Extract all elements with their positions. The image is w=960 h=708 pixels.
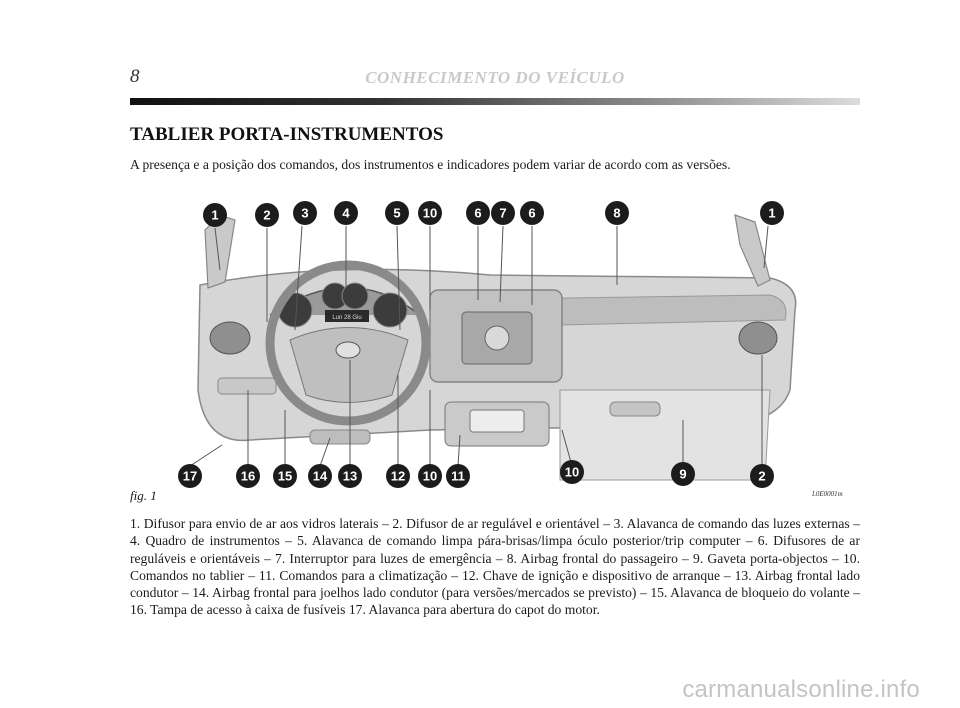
svg-text:7: 7 (499, 206, 506, 221)
svg-text:10: 10 (423, 206, 437, 221)
callout-12: 12 (386, 464, 410, 488)
svg-text:5: 5 (393, 206, 400, 221)
round-vent-right (738, 321, 778, 355)
svg-text:4: 4 (342, 206, 350, 221)
side-window-vent-left (204, 214, 236, 289)
callout-14: 14 (308, 464, 332, 488)
svg-text:16: 16 (241, 469, 255, 484)
callout-10-bottom-left: 10 (418, 464, 442, 488)
svg-text:15: 15 (278, 469, 292, 484)
callout-4: 4 (334, 201, 358, 225)
callout-1-right: 1 (760, 201, 784, 225)
callout-17: 17 (178, 464, 202, 488)
callout-6-right: 6 (520, 201, 544, 225)
callout-5: 5 (385, 201, 409, 225)
cluster-display-text: Lun 28 Giu (332, 315, 361, 321)
steering-wheel (265, 260, 431, 426)
header-rule (130, 98, 860, 105)
svg-text:8: 8 (613, 206, 620, 221)
svg-text:1: 1 (768, 206, 775, 221)
section-title: TABLIER PORTA-INSTRUMENTOS (130, 124, 444, 145)
callout-15: 15 (273, 464, 297, 488)
intro-text: A presença e a posição dos comandos, dos… (130, 157, 731, 172)
callout-10-top: 10 (418, 201, 442, 225)
callout-8: 8 (605, 201, 629, 225)
svg-text:9: 9 (679, 467, 686, 482)
svg-text:10: 10 (423, 469, 437, 484)
legend-text: 1. Difusor para envio de ar aos vidros l… (130, 516, 860, 618)
page-header: 8 CONHECIMENTO DO VEÍCULO (130, 66, 860, 94)
page-number: 8 (130, 66, 140, 87)
callouts-top: 1 2 3 4 5 10 6 7 6 8 1 (203, 201, 784, 227)
svg-text:11: 11 (451, 469, 465, 484)
svg-text:13: 13 (343, 469, 357, 484)
callout-11: 11 (446, 464, 470, 488)
callout-10-bottom-right: 10 (560, 460, 584, 484)
callout-6-left: 6 (466, 201, 490, 225)
callout-16: 16 (236, 464, 260, 488)
round-vent-left (209, 321, 251, 355)
svg-text:10: 10 (565, 465, 579, 480)
svg-text:2: 2 (263, 208, 270, 223)
callout-2-bottom: 2 (750, 464, 774, 488)
center-console (429, 289, 563, 447)
watermark: carmanualsonline.info (682, 676, 920, 703)
svg-text:1: 1 (211, 208, 218, 223)
side-window-vent-right (734, 214, 771, 287)
svg-text:12: 12 (391, 469, 405, 484)
callout-1-left: 1 (203, 203, 227, 227)
svg-text:6: 6 (474, 206, 481, 221)
callout-3: 3 (293, 201, 317, 225)
callouts-bottom: 17 16 15 14 13 12 10 11 10 9 2 (178, 460, 774, 488)
svg-text:17: 17 (183, 469, 197, 484)
running-title: CONHECIMENTO DO VEÍCULO (365, 68, 625, 87)
instrument-cluster: Lun 28 Giu (269, 282, 421, 328)
svg-text:14: 14 (313, 469, 328, 484)
figure-code: L0E0001m (812, 490, 843, 498)
svg-text:6: 6 (528, 206, 535, 221)
svg-text:3: 3 (301, 206, 308, 221)
dashboard-illustration: Lun 28 Giu 1 2 3 4 5 1 (178, 201, 797, 488)
figure-label: fig. 1 (130, 488, 157, 503)
callout-2: 2 (255, 203, 279, 227)
callout-9: 9 (671, 462, 695, 486)
callout-7: 7 (491, 201, 515, 225)
callout-13: 13 (338, 464, 362, 488)
svg-text:2: 2 (758, 469, 765, 484)
leader-lines (189, 225, 769, 467)
